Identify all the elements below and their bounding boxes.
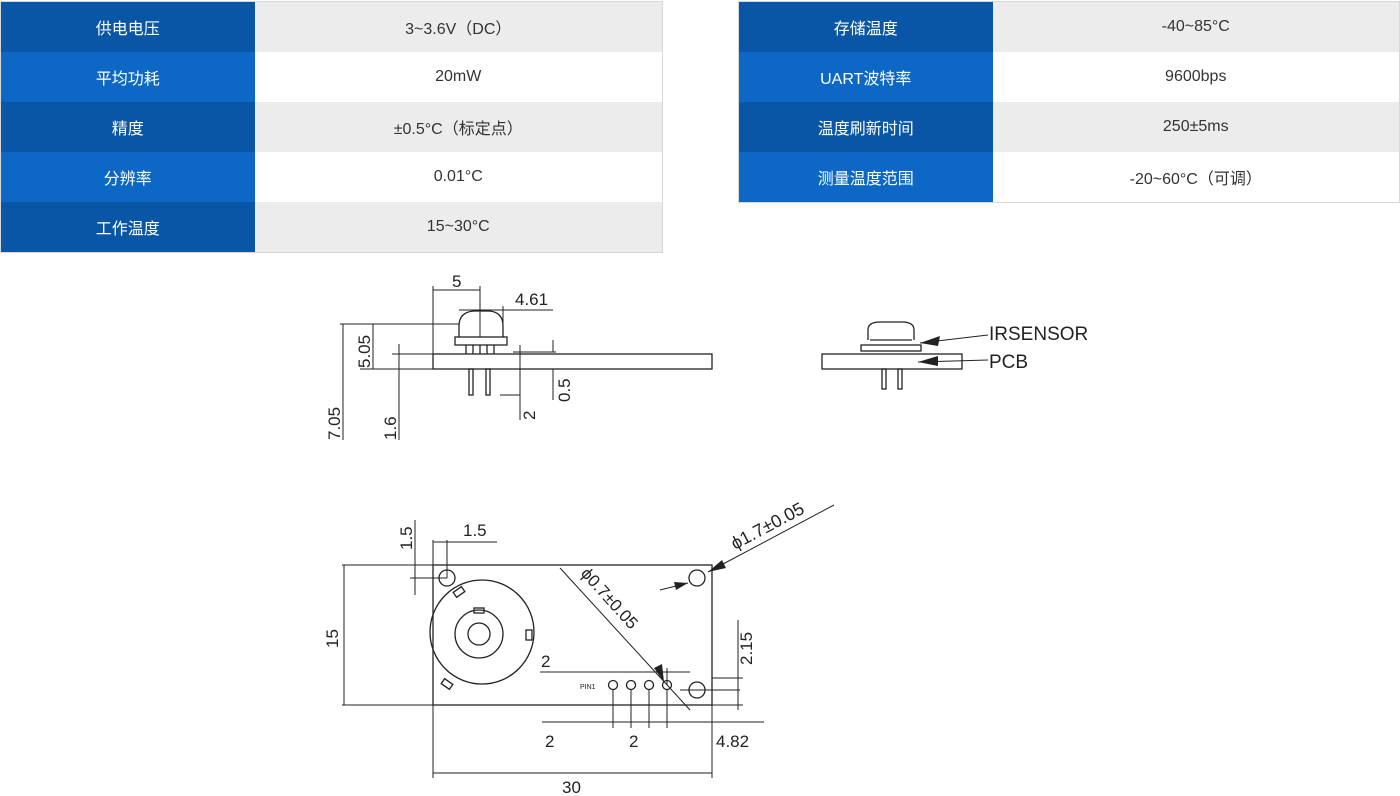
table-row: 工作温度 15~30°C	[0, 202, 663, 253]
side-sensor-flange	[454, 336, 508, 346]
pin-pad	[625, 679, 637, 691]
spec-value: 15~30°C	[254, 202, 663, 253]
side-pcb-board	[432, 353, 713, 370]
dim-pin-edge-4-82: 4.82	[716, 732, 749, 751]
side-view: 5 4.61 5.05 7.05 1.6 2 0.5	[325, 272, 713, 440]
table-row: 精度 ±0.5°C（标定点）	[0, 102, 663, 152]
spec-label: 存储温度	[738, 1, 993, 52]
spec-label: 平均功耗	[0, 52, 255, 102]
dim-pin-pitch-top: 2	[541, 652, 550, 671]
sensor-lens-ring	[454, 609, 504, 659]
table-row: 分辨率 0.01°C	[0, 152, 663, 202]
spec-label: 温度刷新时间	[738, 102, 993, 152]
dim-height-15: 15	[323, 629, 342, 648]
side-sensor-dome	[458, 310, 504, 337]
side-pin	[468, 368, 474, 396]
spec-label: 供电电压	[0, 1, 255, 52]
dim-board-0-5: 0.5	[555, 378, 574, 402]
mounting-hole	[688, 569, 706, 587]
spec-table-left: 供电电压 3~3.6V（DC） 平均功耗 20mW 精度 ±0.5°C（标定点）…	[0, 1, 663, 253]
dim-height-5-05: 5.05	[355, 335, 374, 368]
table-row: 测量温度范围 -20~60°C（可调）	[738, 152, 1400, 203]
dim-pin-pitch-left: 2	[545, 732, 554, 751]
callout-label-irsensor: IRSENSOR	[989, 324, 1088, 345]
spec-label: 精度	[0, 102, 255, 152]
callout-pcb-board	[821, 353, 963, 370]
pin-pad	[643, 679, 655, 691]
dim-pin-2: 2	[520, 411, 539, 420]
sensor-lens	[467, 622, 491, 646]
table-row: 平均功耗 20mW	[0, 52, 663, 102]
dim-height-7-05: 7.05	[325, 407, 344, 440]
spec-value: ±0.5°C（标定点）	[254, 102, 663, 152]
table-row: 供电电压 3~3.6V（DC）	[0, 1, 663, 52]
spec-label: 工作温度	[0, 202, 255, 253]
dim-pin-pitch-mid: 2	[629, 732, 638, 751]
pin-pad	[607, 679, 619, 691]
top-pcb-outline	[432, 564, 713, 706]
table-row: UART波特率 9600bps	[738, 52, 1400, 102]
spec-value: 9600bps	[992, 52, 1400, 102]
dim-hole-offset-x: 1.5	[463, 521, 487, 540]
dim-hole-offset-y: 1.5	[397, 526, 416, 550]
sensor-outer-body	[429, 579, 535, 685]
spec-value: -20~60°C（可调）	[992, 152, 1400, 203]
callout-view: IRSENSOR PCB	[821, 321, 1088, 390]
dim-width-4-61: 4.61	[515, 290, 548, 309]
side-pin	[485, 368, 491, 396]
top-view: PIN1	[323, 498, 835, 796]
dim-height-1-6: 1.6	[381, 416, 400, 440]
spec-table-right: 存储温度 -40~85°C UART波特率 9600bps 温度刷新时间 250…	[738, 1, 1400, 203]
dim-pin-offset-2-15: 2.15	[737, 632, 756, 665]
spec-value: 3~3.6V（DC）	[254, 1, 663, 52]
callout-sensor-dome	[867, 321, 915, 340]
pin1-label: PIN1	[580, 684, 596, 691]
dim-width-5: 5	[452, 272, 461, 291]
table-row: 存储温度 -40~85°C	[738, 1, 1400, 52]
spec-value: 20mW	[254, 52, 663, 102]
spec-value: 0.01°C	[254, 152, 663, 202]
callout-label-pcb: PCB	[989, 352, 1028, 373]
spec-label: UART波特率	[738, 52, 993, 102]
spec-value: 250±5ms	[992, 102, 1400, 152]
dim-width-30: 30	[562, 778, 581, 796]
spec-label: 分辨率	[0, 152, 255, 202]
spec-label: 测量温度范围	[738, 152, 993, 203]
spec-value: -40~85°C	[992, 1, 1400, 52]
table-row: 温度刷新时间 250±5ms	[738, 102, 1400, 152]
